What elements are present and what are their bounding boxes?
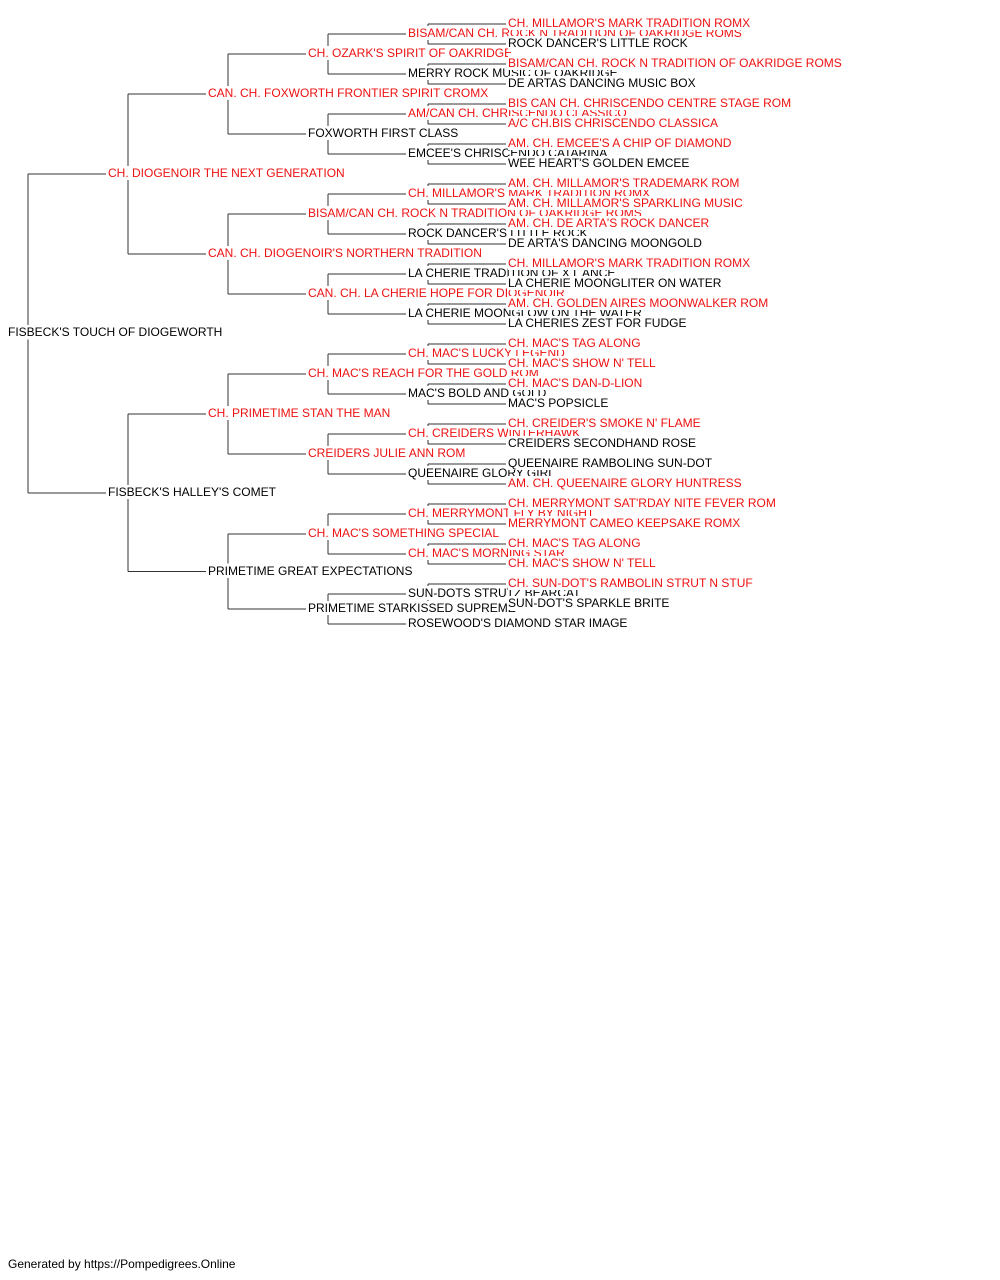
sire-gen3: CH. MAC'S SOMETHING SPECIAL [308,526,499,540]
dam-gen5: WEE HEART'S GOLDEN EMCEE [508,156,690,170]
sire-gen5: CH. MAC'S DAN-D-LION [508,376,643,390]
sire-gen5: BIS CAN CH. CHRISCENDO CENTRE STAGE ROM [508,96,792,110]
dam-gen5: A/C CH.BIS CHRISCENDO CLASSICA [508,116,719,130]
sire-gen5: CH. SUN-DOT'S RAMBOLIN STRUT N STUF [508,576,753,590]
sire-gen5: CH. MILLAMOR'S MARK TRADITION ROMX [508,256,751,270]
sire-gen5: CH. MERRYMONT SAT'RDAY NITE FEVER ROM [508,496,776,510]
sire-gen5: BISAM/CAN CH. ROCK N TRADITION OF OAKRID… [508,56,842,70]
sire-gen2: CAN. CH. FOXWORTH FRONTIER SPIRIT CROMX [208,86,489,100]
sire-gen5: CH. MAC'S TAG ALONG [508,336,641,350]
sire-gen5: QUEENAIRE RAMBOLING SUN-DOT [508,456,713,470]
dam-gen5: MERRYMONT CAMEO KEEPSAKE ROMX [508,516,741,530]
dam-gen5: ROCK DANCER'S LITTLE ROCK [508,36,688,50]
dam-gen5: DE ARTA'S DANCING MOONGOLD [508,236,702,250]
sire-gen5: CH. CREIDER'S SMOKE N' FLAME [508,416,701,430]
dam-gen3: CREIDERS JULIE ANN ROM [308,446,466,460]
generated-by-footer: Generated by https://Pompedigrees.Online [8,1257,236,1271]
dam-gen2: PRIMETIME GREAT EXPECTATIONS [208,563,413,578]
sire-gen5: CH. MAC'S TAG ALONG [508,536,641,550]
sire-gen2: CH. PRIMETIME STAN THE MAN [208,406,391,420]
dam-gen2: CAN. CH. DIOGENOIR'S NORTHERN TRADITION [208,246,482,260]
sire-gen5: AM. CH. DE ARTA'S ROCK DANCER [508,216,710,230]
dam-gen1: FISBECK'S HALLEY'S COMET [108,484,276,499]
dam-gen4: ROSEWOOD'S DIAMOND STAR IMAGE [408,616,628,630]
subject-gen0: FISBECK'S TOUCH OF DIOGEWORTH [8,325,223,340]
dam-gen5: CH. MAC'S SHOW N' TELL [508,356,656,370]
dam-gen5: SUN-DOT'S SPARKLE BRITE [508,596,670,610]
sire-gen5: AM. CH. EMCEE'S A CHIP OF DIAMOND [508,136,732,150]
sire-gen3: CH. MAC'S REACH FOR THE GOLD ROM [308,366,539,380]
dam-gen5: MAC'S POPSICLE [508,396,609,410]
dam-gen5: DE ARTAS DANCING MUSIC BOX [508,76,696,90]
dam-gen5: AM. CH. MILLAMOR'S SPARKLING MUSIC [508,196,743,210]
dam-gen5: AM. CH. QUEENAIRE GLORY HUNTRESS [508,476,742,490]
dam-gen3: PRIMETIME STARKISSED SUPREME [308,601,516,615]
sire-gen5: AM. CH. MILLAMOR'S TRADEMARK ROM [508,176,740,190]
dam-gen5: LA CHERIES ZEST FOR FUDGE [508,316,687,330]
sire-gen5: AM. CH. GOLDEN AIRES MOONWALKER ROM [508,296,769,310]
dam-gen5: CH. MAC'S SHOW N' TELL [508,556,656,570]
dam-gen5: LA CHERIE MOONGLITER ON WATER [508,276,722,290]
dam-gen3: CAN. CH. LA CHERIE HOPE FOR DIOGENOIR [308,286,565,300]
sire-gen3: CH. OZARK'S SPIRIT OF OAKRIDGE [308,46,513,60]
sire-gen1: CH. DIOGENOIR THE NEXT GENERATION [108,166,345,180]
dam-gen3: FOXWORTH FIRST CLASS [308,126,459,140]
sire-gen5: CH. MILLAMOR'S MARK TRADITION ROMX [508,16,751,30]
dam-gen5: CREIDERS SECONDHAND ROSE [508,436,697,450]
